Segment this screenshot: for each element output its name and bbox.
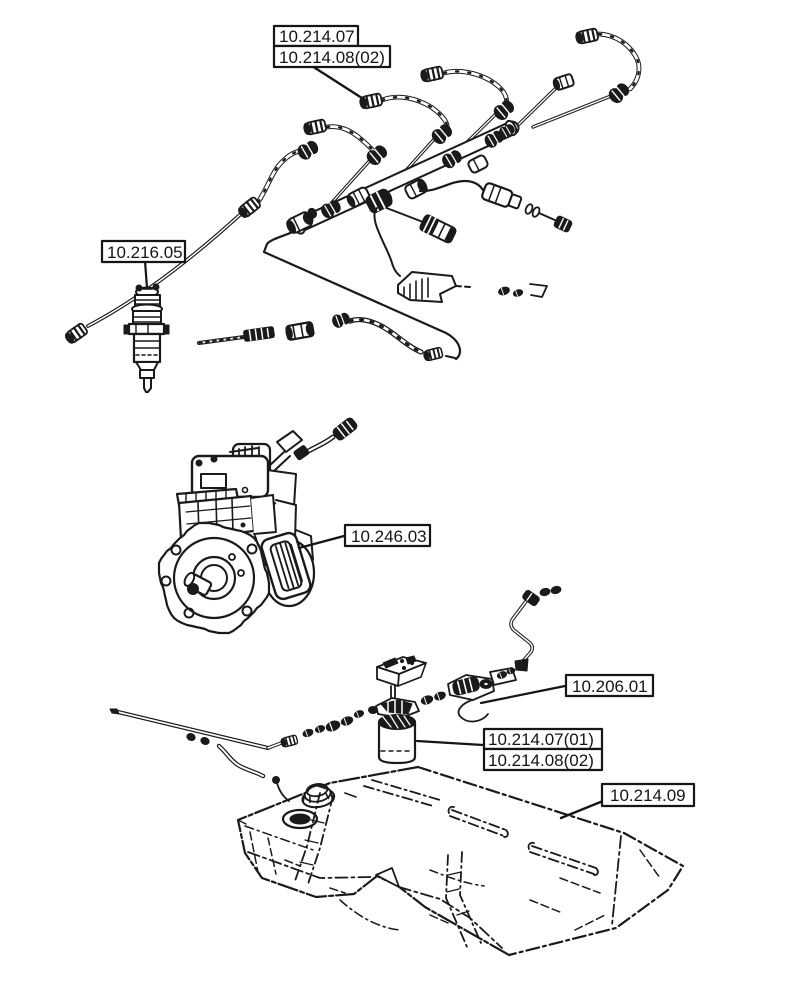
svg-text:10.214.08(02): 10.214.08(02) bbox=[279, 48, 385, 67]
svg-text:10.206.01: 10.206.01 bbox=[572, 677, 648, 696]
svg-text:10.214.07: 10.214.07 bbox=[279, 27, 355, 46]
svg-text:10.246.03: 10.246.03 bbox=[351, 527, 427, 546]
svg-text:10.214.07(01): 10.214.07(01) bbox=[488, 730, 594, 749]
svg-text:10.216.05: 10.216.05 bbox=[107, 243, 183, 262]
svg-text:10.214.08(02): 10.214.08(02) bbox=[488, 751, 594, 770]
svg-text:10.214.09: 10.214.09 bbox=[610, 786, 686, 805]
